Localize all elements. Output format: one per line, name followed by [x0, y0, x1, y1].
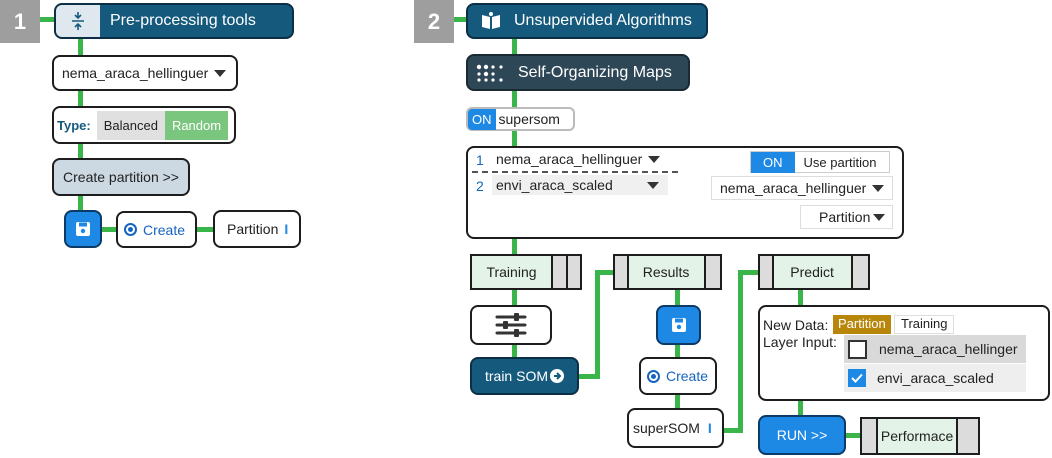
create-label: Create — [143, 221, 186, 238]
create-option[interactable]: Create — [116, 211, 197, 248]
sliders-icon — [495, 313, 527, 337]
layer-input-row-1[interactable]: nema_araca_hellinger — [844, 335, 1026, 363]
predict-tab[interactable]: Predict — [758, 254, 870, 290]
supersom-label: supersom — [498, 111, 560, 127]
supersom-name-value: superSOM — [633, 420, 700, 436]
radio-selected-icon — [124, 223, 137, 236]
use-partition-label: Use partition — [803, 154, 877, 170]
partition-dataset-value: nema_araca_hellinguer — [720, 180, 867, 196]
dataset-select-value: nema_araca_hellinguer — [62, 65, 209, 81]
performance-label: Performace — [878, 419, 956, 453]
layer-input-2-label: envi_araca_scaled — [877, 370, 994, 386]
results-label: Results — [628, 256, 704, 288]
text-cursor-icon: I — [284, 221, 289, 237]
chevron-down-icon — [214, 69, 227, 77]
layer-input-row-2[interactable]: envi_araca_scaled — [844, 364, 1026, 392]
results-tab[interactable]: Results — [613, 254, 722, 290]
collapse-vertical-icon[interactable] — [56, 5, 100, 37]
layer-2-select[interactable]: envi_araca_scaled — [492, 175, 668, 195]
type-option-balanced[interactable]: Balanced — [96, 110, 165, 140]
partition-select[interactable]: Partition — [800, 205, 893, 229]
chevron-down-icon — [648, 155, 661, 163]
use-partition-toggle-on[interactable]: ON — [751, 151, 795, 173]
results-create-option[interactable]: Create — [639, 357, 717, 395]
type-selector: Type: Balanced Random — [52, 106, 236, 144]
new-data-option-training[interactable]: Training — [894, 315, 955, 334]
layer-divider — [472, 171, 678, 173]
dataset-select[interactable]: nema_araca_hellinguer — [52, 55, 238, 91]
som-header[interactable]: Self-Organizing Maps — [466, 54, 690, 91]
training-label: Training — [472, 256, 551, 288]
save-icon — [671, 318, 686, 332]
type-label: Type: — [57, 117, 91, 133]
results-save-button[interactable] — [656, 305, 701, 345]
layer-index-1: 1 — [476, 152, 484, 168]
run-button[interactable]: RUN >> — [758, 415, 846, 455]
supersom-toggle[interactable]: ON supersom — [466, 107, 575, 131]
chevron-down-icon — [873, 213, 886, 221]
som-title: Self-Organizing Maps — [518, 63, 672, 81]
save-icon — [76, 222, 90, 236]
new-data-label: New Data: — [763, 317, 829, 333]
step-number-2: 2 — [414, 0, 454, 43]
layer-2-value: envi_araca_scaled — [496, 177, 613, 193]
partition-dataset-select[interactable]: nema_araca_hellinguer — [711, 176, 893, 200]
unsupervised-header[interactable]: Unsupervided Algorithms — [466, 3, 708, 39]
unsupervised-title: Unsupervided Algorithms — [514, 12, 692, 29]
layer-1-value: nema_araca_hellinguer — [496, 151, 643, 167]
radio-selected-icon — [647, 369, 660, 383]
type-option-random[interactable]: Random — [164, 110, 229, 140]
preprocessing-header[interactable]: Pre-processing tools — [54, 3, 294, 39]
chevron-down-icon — [646, 181, 659, 189]
layer-index-2: 2 — [476, 178, 484, 194]
partition-select-value: Partition — [819, 209, 871, 225]
arrow-circle-right-icon — [550, 369, 564, 383]
supersom-toggle-on[interactable]: ON — [468, 108, 496, 130]
train-som-label: train SOM — [484, 368, 548, 384]
supersom-name-input[interactable]: superSOM I — [627, 408, 724, 448]
layer-input-label: Layer Input: — [763, 334, 837, 350]
partition-name-input[interactable]: Partition I — [213, 210, 301, 248]
dots-grid-icon — [476, 64, 503, 82]
create-partition-label: Create partition >> — [63, 169, 179, 185]
training-settings-button[interactable] — [470, 305, 552, 345]
partition-name-value: Partition — [227, 221, 279, 237]
predict-label: Predict — [773, 256, 851, 288]
run-label: RUN >> — [776, 427, 828, 443]
text-cursor-icon: I — [707, 420, 712, 436]
checkbox-checked-icon[interactable] — [848, 369, 866, 387]
save-button[interactable] — [64, 210, 102, 248]
create-partition-button[interactable]: Create partition >> — [52, 158, 190, 196]
use-partition-toggle[interactable]: ON Use partition — [750, 151, 890, 173]
layer-input-1-label: nema_araca_hellinger — [879, 341, 1018, 357]
results-create-label: Create — [666, 368, 709, 384]
layer-1-select[interactable]: nema_araca_hellinguer — [492, 149, 668, 169]
step-number-1: 1 — [0, 0, 40, 43]
new-data-option-partition[interactable]: Partition — [833, 315, 891, 334]
performance-tab[interactable]: Performace — [860, 417, 980, 455]
chevron-down-icon — [872, 184, 885, 192]
checkbox-unchecked-icon[interactable] — [848, 339, 867, 359]
book-icon — [482, 12, 500, 29]
preprocessing-title: Pre-processing tools — [110, 12, 256, 29]
train-som-button[interactable]: train SOM — [470, 357, 579, 395]
training-tab[interactable]: Training — [470, 254, 582, 290]
